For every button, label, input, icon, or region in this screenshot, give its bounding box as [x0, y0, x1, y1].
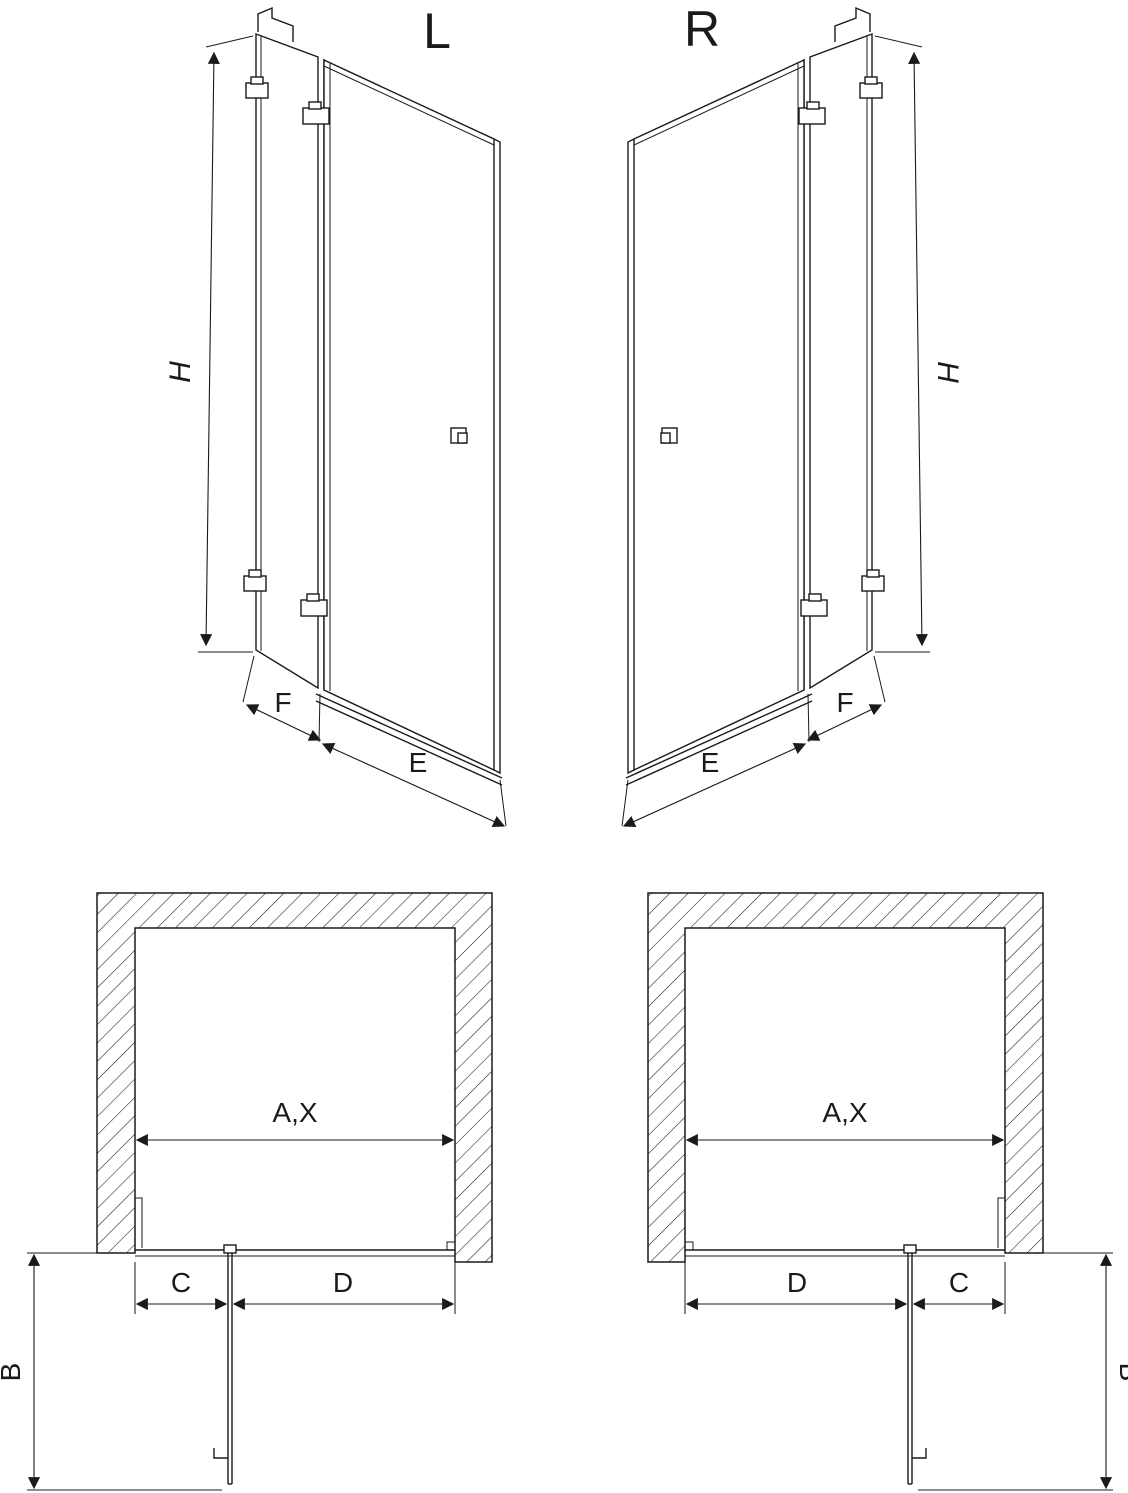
- dim-label-ax-right: A,X: [822, 1097, 867, 1128]
- dim-label-e-right: E: [701, 747, 720, 778]
- door-front-profile: [493, 138, 501, 775]
- dimension-d-left: D: [232, 1267, 455, 1311]
- dim-label-h-right: H: [931, 361, 964, 383]
- dimension-c-left: C: [134, 1262, 456, 1314]
- pivot-hinge: [223, 1244, 237, 1254]
- dimension-f-right: F: [806, 655, 886, 743]
- dimension-ax-right: A,X: [685, 1097, 1005, 1147]
- wall-hinge-bottom: [243, 569, 267, 592]
- right-perspective-view: H F E: [621, 6, 964, 828]
- wall-hinge-top: [859, 76, 883, 99]
- right-plan-view: A,X D C B: [647, 892, 1128, 1491]
- dim-label-e-left: E: [409, 747, 428, 778]
- door-hinge-bottom: [300, 593, 328, 617]
- open-door: [213, 1244, 237, 1485]
- dimension-h-left: H: [164, 35, 254, 653]
- handle-icon: [213, 1448, 228, 1459]
- dim-label-ax-left: A,X: [272, 1097, 317, 1128]
- dim-label-b-left: B: [0, 1363, 26, 1382]
- wall-hatched: [96, 892, 493, 1263]
- dim-label-d-right: D: [787, 1267, 807, 1298]
- door-top-edge: [323, 65, 495, 146]
- dimension-h-right: H: [874, 35, 964, 653]
- right-view-label: R: [684, 1, 720, 57]
- dim-label-d-left: D: [333, 1267, 353, 1298]
- wall-profile-right: [446, 1241, 455, 1250]
- left-perspective-view: H F E: [164, 6, 507, 828]
- door-hinge-bottom: [800, 593, 828, 617]
- dimension-b-right: B: [918, 1252, 1128, 1491]
- open-door: [903, 1244, 927, 1485]
- dimension-ax-left: A,X: [135, 1097, 455, 1147]
- door-panel: [633, 58, 805, 772]
- door-handle-icon: [660, 427, 678, 444]
- dim-label-h-left: H: [164, 361, 197, 383]
- dim-label-f-right: F: [836, 687, 853, 718]
- wall-hatched: [647, 892, 1044, 1263]
- dimension-d-right: D: [684, 1262, 1006, 1314]
- dimension-e-left: E: [321, 742, 507, 828]
- wall-hinge-top: [245, 76, 269, 99]
- wall-profile-top: [834, 6, 871, 42]
- pivot-hinge: [903, 1244, 917, 1254]
- dimension-f-left: F: [242, 655, 322, 743]
- door-hinge-top: [302, 101, 330, 125]
- door-handle-icon: [450, 427, 468, 444]
- dimension-c-right: C: [912, 1267, 1005, 1311]
- left-plan-view: A,X C D B: [0, 892, 493, 1491]
- dim-label-f-left: F: [274, 687, 291, 718]
- dim-label-c-left: C: [171, 1267, 191, 1298]
- wall-profile-top: [257, 6, 294, 42]
- left-view-label: L: [423, 3, 451, 59]
- door-front-profile: [627, 138, 635, 775]
- wall-profile-right: [997, 1197, 1005, 1248]
- dim-label-c-right: C: [949, 1267, 969, 1298]
- dimension-b-left: B: [0, 1252, 222, 1491]
- wall-hinge-bottom: [861, 569, 885, 592]
- fixed-panel: [809, 32, 873, 690]
- door-top-edge: [633, 65, 805, 146]
- wall-profile-left: [135, 1197, 143, 1248]
- fixed-panel: [255, 32, 319, 690]
- dim-label-b-right: B: [1114, 1363, 1128, 1382]
- handle-icon: [912, 1448, 927, 1459]
- door-panel: [323, 58, 495, 772]
- wall-profile-left: [685, 1241, 694, 1250]
- door-hinge-top: [798, 101, 826, 125]
- dimension-e-right: E: [621, 742, 807, 828]
